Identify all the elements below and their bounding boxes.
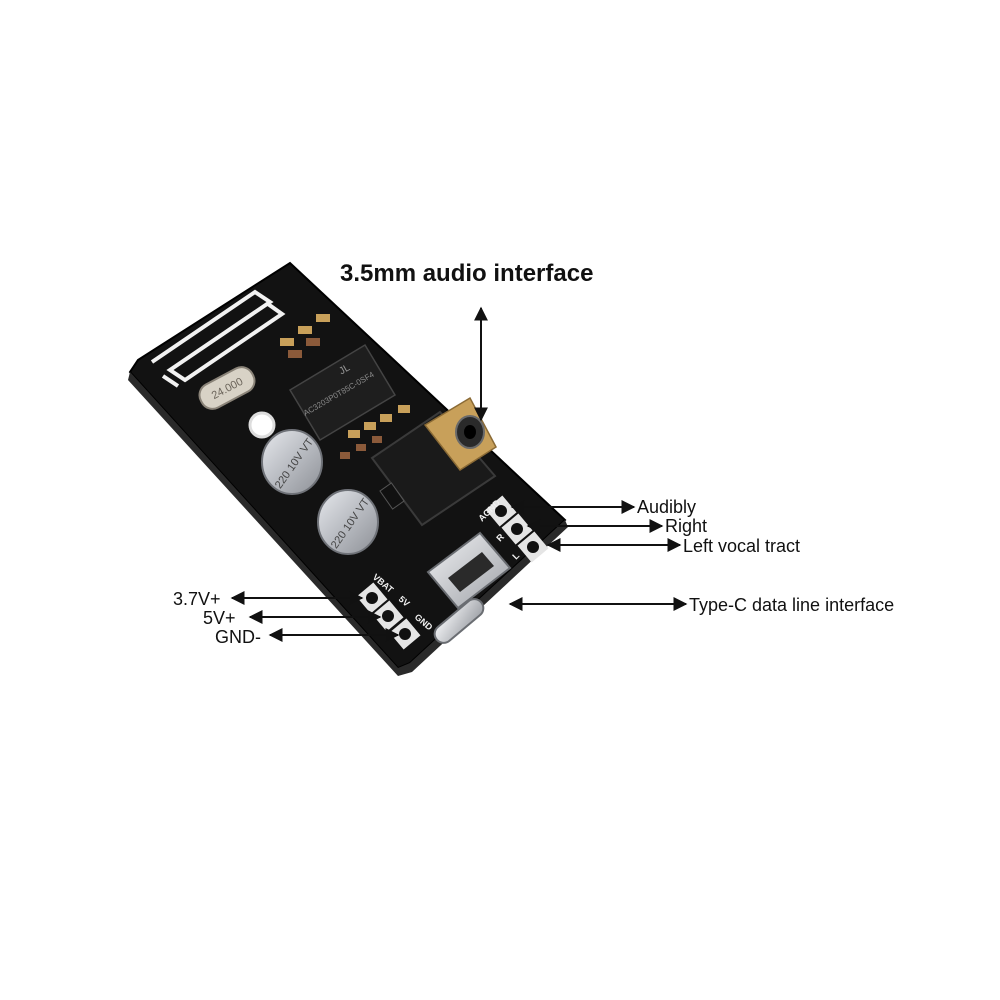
mounting-hole [248,411,276,439]
crystal-oscillator: 24.000 [198,366,256,410]
right-channel-label: Right [665,516,708,536]
v37-label: 3.7V+ [173,589,221,609]
antenna-trace-stub [161,374,180,388]
audio-interface-label: 3.5mm audio interface [340,260,594,287]
usb-c-port [426,531,512,644]
left-channel-label: Left vocal tract [683,536,801,556]
typec-label: Type-C data line interface [689,595,895,615]
gnd-label: GND- [215,627,261,647]
audibly-label: Audibly [637,497,697,517]
svg-text:L: L [510,550,521,561]
main-chip: AC3203P0T85C-0SF4 JL [288,343,397,442]
capacitor-1: 220 10V VT [261,429,323,495]
antenna-trace [150,289,286,383]
v5-label: 5V+ [203,608,236,628]
capacitor-2: 220 10V VT [317,489,379,555]
smd-components [280,314,410,459]
